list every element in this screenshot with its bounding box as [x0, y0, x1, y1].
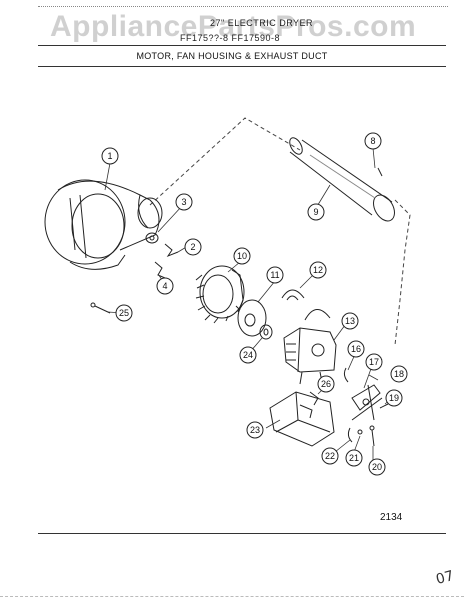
watermark: AppliancePartsPros.com — [50, 10, 417, 43]
part-motor — [283, 327, 337, 385]
part-seal — [145, 232, 159, 244]
part-screw-19 — [379, 403, 389, 409]
callout-19: 19 — [385, 389, 403, 407]
callout-8: 8 — [364, 132, 382, 150]
svg-text:2: 2 — [190, 242, 195, 252]
callout-22: 22 — [321, 447, 339, 465]
callout-12: 12 — [309, 261, 327, 279]
part-motor-clip — [304, 309, 331, 321]
part-exhaust-duct — [289, 137, 395, 222]
svg-text:11: 11 — [270, 270, 279, 280]
section-rule — [38, 66, 446, 67]
bottom-edge — [0, 596, 464, 597]
part-bracket — [154, 261, 166, 279]
part-blower-wheel — [195, 265, 245, 324]
callout-17: 17 — [365, 353, 383, 371]
callout-13: 13 — [341, 312, 359, 330]
callout-21: 21 — [345, 449, 363, 467]
part-idler-assembly — [351, 384, 383, 421]
svg-text:12: 12 — [313, 265, 323, 275]
part-spacer — [259, 324, 273, 340]
callouts: 1 3 2 4 8 9 10 11 12 13 16 17 18 19 20 2… — [101, 132, 408, 476]
svg-text:13: 13 — [345, 316, 355, 326]
callout-3: 3 — [175, 193, 193, 211]
callout-10: 10 — [233, 247, 251, 265]
part-washer-21 — [357, 429, 363, 435]
part-fan-housing — [44, 179, 163, 270]
part-clip — [164, 243, 179, 258]
callout-16: 16 — [347, 340, 365, 358]
svg-text:24: 24 — [243, 350, 253, 360]
assembly-guide-lines — [149, 117, 411, 346]
header-rule — [38, 45, 446, 46]
callout-18: 18 — [390, 365, 408, 383]
part-switch-arm — [343, 367, 349, 383]
page-number: 2134 — [380, 512, 403, 523]
svg-text:9: 9 — [313, 207, 318, 217]
part-bolt-20 — [369, 425, 375, 447]
bottom-rule — [38, 533, 446, 534]
part-screw — [90, 302, 111, 314]
svg-text:3: 3 — [181, 197, 186, 207]
svg-text:19: 19 — [389, 393, 399, 403]
callout-26: 26 — [317, 375, 335, 393]
header-top-dotted-rule — [38, 6, 448, 7]
callout-9: 9 — [307, 203, 325, 221]
svg-text:16: 16 — [351, 344, 361, 354]
svg-text:20: 20 — [372, 462, 382, 472]
svg-text:8: 8 — [370, 136, 375, 146]
svg-text:4: 4 — [162, 281, 167, 291]
svg-text:22: 22 — [325, 451, 335, 461]
part-clamp-22 — [347, 427, 353, 443]
callout-25: 25 — [115, 304, 133, 322]
callout-4: 4 — [156, 277, 174, 295]
svg-text:26: 26 — [321, 379, 331, 389]
part-motor-mount — [269, 391, 335, 447]
header-model-title: 27" ELECTRIC DRYER — [210, 18, 314, 28]
svg-text:17: 17 — [369, 357, 379, 367]
part-impeller-disc — [237, 299, 267, 337]
leader-lines — [104, 147, 393, 462]
callout-2: 2 — [184, 238, 202, 256]
callout-20: 20 — [368, 458, 386, 476]
section-title: MOTOR, FAN HOUSING & EXHAUST DUCT — [136, 51, 328, 61]
svg-text:1: 1 — [107, 151, 112, 161]
svg-text:10: 10 — [237, 251, 247, 261]
part-spring-clip — [281, 289, 305, 301]
svg-text:18: 18 — [394, 369, 404, 379]
callout-1: 1 — [101, 147, 119, 165]
svg-text:21: 21 — [349, 453, 359, 463]
header-model-numbers: FF175??-8 FF17590-8 — [180, 33, 281, 43]
callout-11: 11 — [266, 266, 284, 284]
svg-text:25: 25 — [119, 308, 129, 318]
callout-24: 24 — [239, 346, 257, 364]
svg-text:23: 23 — [250, 425, 260, 435]
callout-23: 23 — [246, 421, 264, 439]
